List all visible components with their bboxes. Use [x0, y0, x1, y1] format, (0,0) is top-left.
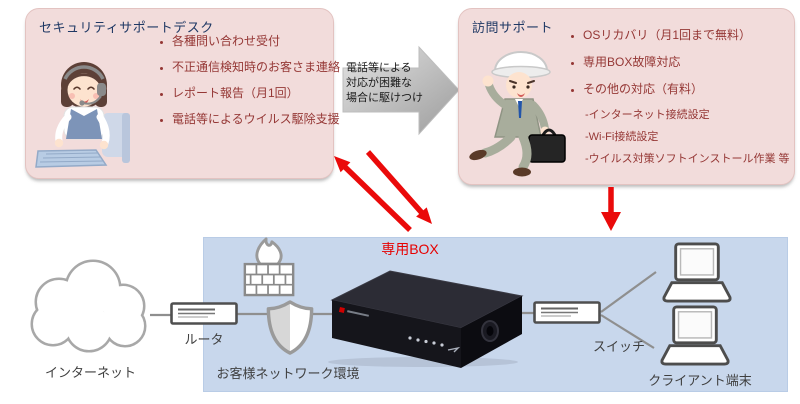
shield-icon	[266, 300, 314, 355]
list-item: 不正通信検知時のお客さま連絡	[172, 59, 340, 76]
client-terminals-label: クライアント端末	[648, 373, 752, 388]
cloud-icon	[30, 259, 147, 353]
sub-list-item: -ウイルス対策ソフトインストール作業 等	[585, 153, 790, 165]
panel-title: セキュリティサポートデスク	[39, 20, 214, 35]
list-item: その他の対応（有料）	[583, 81, 797, 98]
security-box-label: 専用BOX	[381, 241, 439, 257]
list-item: OSリカバリ（月1回まで無料）	[583, 27, 797, 44]
visit-support-sublist: -インターネット接続設定 -Wi-Fi接続設定 -ウイルス対策ソフトインストール…	[585, 108, 797, 166]
customer-env-label: お客様ネットワーク環境	[216, 366, 360, 381]
laptop-icon	[660, 305, 730, 366]
sub-list-item: -インターネット接続設定	[585, 109, 710, 121]
laptop-icon	[662, 242, 732, 303]
support-desk-list: 各種問い合わせ受付 不正通信検知時のお客さま連絡 レポート報告（月1回） 電話等…	[172, 33, 340, 137]
switch-label: スイッチ	[592, 339, 645, 354]
operator-illustration	[35, 62, 130, 168]
switch-icon	[533, 301, 601, 324]
internet-label: インターネット	[44, 365, 136, 380]
security-support-desk-panel: セキュリティサポートデスク 各種問い合わせ受付 不正通信検知時のお客さま連絡 レ…	[25, 8, 340, 179]
security-box-device	[328, 270, 524, 368]
list-item: 各種問い合わせ受付	[172, 33, 340, 50]
two-way-arrow-icon	[334, 150, 432, 232]
list-item: 専用BOX故障対応	[583, 54, 797, 71]
router-icon	[170, 302, 238, 325]
dispatch-arrow-text: 電話等による 対応が困難な 場合に駆けつけ	[346, 62, 423, 104]
sub-list-item: -Wi-Fi接続設定	[585, 131, 659, 143]
list-item: レポート報告（月1回）	[172, 85, 340, 102]
router-label: ルータ	[184, 332, 224, 347]
worker-illustration	[469, 51, 566, 177]
visit-support-panel: 訪問サポート OSリカバリ（月1回まで無料） 専用BOX故障対応 その他の対応（…	[458, 8, 795, 185]
down-arrow-icon	[601, 187, 621, 231]
list-item: 電話等によるウイルス駆除支援	[172, 111, 340, 128]
panel-title: 訪問サポート	[472, 20, 554, 35]
visit-support-list: OSリカバリ（月1回まで無料） 専用BOX故障対応 その他の対応（有料） -イン…	[583, 27, 797, 174]
firewall-icon	[243, 237, 295, 297]
dispatch-arrow-icon	[342, 45, 460, 136]
